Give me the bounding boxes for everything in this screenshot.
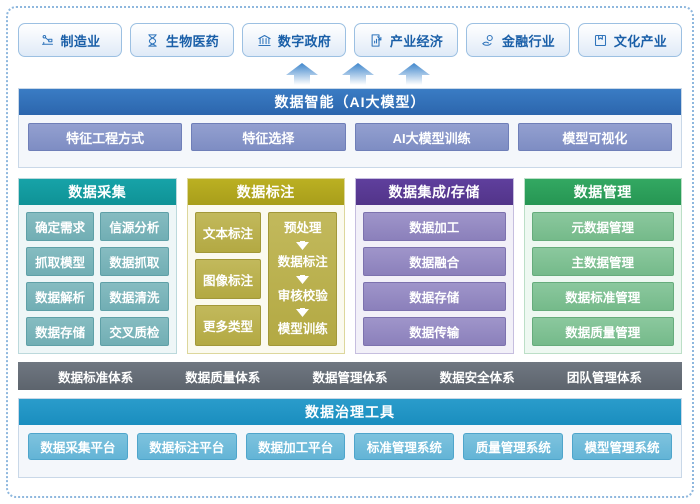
industry-tag-row: 制造业 生物医药 数字政府 产业经济 (18, 20, 682, 60)
system-data-quality: 数据质量体系 (185, 370, 261, 385)
ai-layer: 数据智能（AI大模型） 特征工程方式 特征选择 AI大模型训练 模型可视化 (18, 88, 682, 168)
cell-data-processing[interactable]: 数据加工 (363, 212, 506, 241)
column-body-data-management: 元数据管理 主数据管理 数据标准管理 数据质量管理 (525, 205, 682, 353)
cell-text-annotation[interactable]: 文本标注 (194, 212, 262, 253)
ai-layer-title: 数据智能（AI大模型） (19, 89, 681, 115)
cell-data-crawling[interactable]: 数据抓取 (100, 247, 169, 276)
industry-tag-biomedicine[interactable]: 生物医药 (130, 23, 234, 57)
annotation-flow-panel: 预处理 数据标注 审核校验 模型训练 (268, 212, 337, 346)
cell-data-storage[interactable]: 数据存储 (26, 317, 95, 346)
tool-data-collection-platform[interactable]: 数据采集平台 (28, 433, 128, 460)
industry-tag-digital-government[interactable]: 数字政府 (242, 23, 346, 57)
ai-item-feature-engineering[interactable]: 特征工程方式 (28, 123, 183, 151)
collection-row: 确定需求 信源分析 (26, 212, 169, 241)
tool-model-management-system[interactable]: 模型管理系统 (572, 433, 672, 460)
industry-tag-label: 制造业 (60, 33, 101, 49)
industry-tag-label: 产业经济 (389, 33, 444, 49)
cell-master-data-management[interactable]: 主数据管理 (531, 247, 674, 276)
cell-cross-inspection[interactable]: 交叉质检 (100, 317, 169, 346)
column-title-data-collection: 数据采集 (19, 179, 176, 205)
flow-step-review: 审核校验 (277, 288, 328, 303)
industry-tag-manufacturing[interactable]: 制造业 (18, 23, 122, 57)
cell-crawl-model[interactable]: 抓取模型 (26, 247, 95, 276)
down-arrow-icon (296, 308, 310, 318)
flow-step-preprocess: 预处理 (283, 221, 322, 236)
cell-data-quality-management[interactable]: 数据质量管理 (531, 317, 674, 346)
ai-item-model-training[interactable]: AI大模型训练 (354, 123, 509, 151)
governance-systems-bar: 数据标准体系 数据质量体系 数据管理体系 数据安全体系 团队管理体系 (18, 362, 682, 390)
system-team-management: 团队管理体系 (566, 370, 642, 385)
column-data-management: 数据管理 元数据管理 主数据管理 数据标准管理 数据质量管理 (523, 178, 682, 354)
industry-tag-label: 数字政府 (277, 33, 332, 49)
industry-tag-label: 金融行业 (501, 33, 556, 49)
industry-tag-finance[interactable]: 金融行业 (466, 23, 570, 57)
collection-row: 抓取模型 数据抓取 (26, 247, 169, 276)
collection-row: 数据解析 数据清洗 (26, 282, 169, 311)
upward-arrow-icon (286, 63, 318, 85)
outer-dotted-frame (6, 6, 694, 498)
annotation-type-stack: 文本标注 图像标注 更多类型 (194, 212, 262, 347)
government-bank-icon (257, 33, 272, 48)
cell-data-standard-management[interactable]: 数据标准管理 (531, 282, 674, 311)
dna-icon (145, 33, 160, 48)
upward-arrow-icon (398, 63, 430, 85)
tool-quality-management-system[interactable]: 质量管理系统 (463, 433, 564, 460)
column-title-data-integration-storage: 数据集成/存储 (356, 179, 513, 205)
cell-image-annotation[interactable]: 图像标注 (194, 258, 262, 300)
cell-more-types[interactable]: 更多类型 (194, 305, 262, 347)
cell-source-analysis[interactable]: 信源分析 (100, 212, 169, 241)
hand-coin-icon (481, 33, 496, 48)
tools-layer-title: 数据治理工具 (19, 399, 681, 425)
down-arrow-icon (296, 240, 310, 250)
cell-define-requirements[interactable]: 确定需求 (26, 212, 95, 241)
upward-arrow-group (285, 62, 435, 88)
column-body-data-collection: 确定需求 信源分析 抓取模型 数据抓取 数据解析 数据清洗 数据存储 交叉质检 (19, 205, 176, 353)
cell-metadata-management[interactable]: 元数据管理 (531, 212, 674, 241)
column-data-collection: 数据采集 确定需求 信源分析 抓取模型 数据抓取 数据解析 数据清洗 数据存储 … (18, 178, 177, 354)
column-body-data-annotation: 文本标注 图像标注 更多类型 预处理 数据标注 审核校验 模型训练 (188, 205, 345, 353)
ai-item-feature-selection[interactable]: 特征选择 (191, 123, 346, 151)
cell-data-fusion[interactable]: 数据融合 (363, 247, 506, 276)
report-growth-icon (369, 33, 384, 48)
upward-arrow-icon (342, 63, 374, 85)
cell-data-cleaning[interactable]: 数据清洗 (100, 282, 169, 311)
system-data-security: 数据安全体系 (439, 370, 515, 385)
governance-tools-layer: 数据治理工具 数据采集平台 数据标注平台 数据加工平台 标准管理系统 质量管理系… (18, 398, 682, 478)
collection-row: 数据存储 交叉质检 (26, 317, 169, 346)
system-data-standard: 数据标准体系 (58, 370, 134, 385)
factory-robot-icon (40, 33, 55, 48)
cell-data-transmission[interactable]: 数据传输 (363, 317, 506, 346)
column-data-integration-storage: 数据集成/存储 数据加工 数据融合 数据存储 数据传输 (355, 178, 514, 354)
column-data-annotation: 数据标注 文本标注 图像标注 更多类型 预处理 数据标注 审核校验 模型训练 (186, 178, 345, 354)
column-title-data-management: 数据管理 (524, 179, 681, 205)
tool-data-annotation-platform[interactable]: 数据标注平台 (136, 433, 237, 460)
industry-tag-industrial-economy[interactable]: 产业经济 (354, 23, 458, 57)
book-culture-icon (593, 33, 608, 48)
tool-standard-management-system[interactable]: 标准管理系统 (354, 433, 455, 460)
industry-tag-culture[interactable]: 文化产业 (578, 23, 682, 57)
down-arrow-icon (296, 274, 310, 284)
flow-step-model-training: 模型训练 (277, 322, 328, 337)
industry-tag-label: 生物医药 (165, 33, 220, 49)
cell-data-parsing[interactable]: 数据解析 (26, 282, 95, 311)
tools-layer-items: 数据采集平台 数据标注平台 数据加工平台 标准管理系统 质量管理系统 模型管理系… (19, 425, 681, 468)
capability-columns: 数据采集 确定需求 信源分析 抓取模型 数据抓取 数据解析 数据清洗 数据存储 … (18, 178, 682, 354)
cell-data-storage[interactable]: 数据存储 (363, 282, 506, 311)
ai-item-model-visualization[interactable]: 模型可视化 (517, 123, 672, 151)
system-data-management: 数据管理体系 (312, 370, 388, 385)
column-title-data-annotation: 数据标注 (187, 179, 344, 205)
ai-layer-items: 特征工程方式 特征选择 AI大模型训练 模型可视化 (19, 115, 681, 159)
column-body-data-integration-storage: 数据加工 数据融合 数据存储 数据传输 (356, 205, 513, 353)
flow-step-annotate: 数据标注 (277, 254, 328, 269)
industry-tag-label: 文化产业 (613, 33, 668, 49)
tool-data-processing-platform[interactable]: 数据加工平台 (245, 433, 346, 460)
